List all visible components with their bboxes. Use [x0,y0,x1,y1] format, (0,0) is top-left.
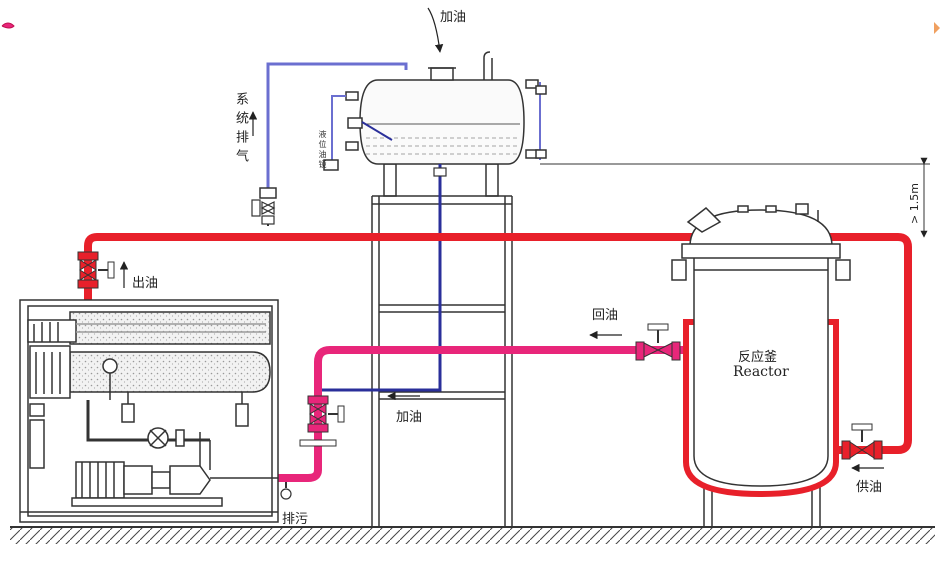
heater-skid [19,299,279,523]
drain-label: 排污 [282,512,309,527]
outlet-oil-label: 出油 [132,276,159,291]
flow-arrows [119,7,884,473]
level-gauge-label: 液位油镜 [318,130,327,170]
fill-pipe-flange [433,167,447,177]
height-dimension-label: > 1.5m [908,183,921,224]
reactor-cn-label: 反应釜 [738,350,778,365]
corner-mark-left [1,22,15,29]
return-pipe [278,323,700,500]
tank-stand [371,163,513,527]
vent-pipe [251,62,408,226]
corner-mark-right [934,22,940,34]
ground [10,526,935,544]
height-dimension [540,157,930,238]
reactor [671,203,851,527]
add-oil-top-label: 加油 [440,10,467,25]
reactor-en-label: Reactor [733,364,789,380]
add-oil-mid-label: 加油 [396,410,423,425]
system-exhaust-label: 系统排气 [233,92,248,168]
hot-supply-pipe [77,233,912,460]
expansion-tank [323,51,547,171]
supply-oil-label: 供油 [856,480,883,495]
return-oil-label: 回油 [592,308,619,323]
